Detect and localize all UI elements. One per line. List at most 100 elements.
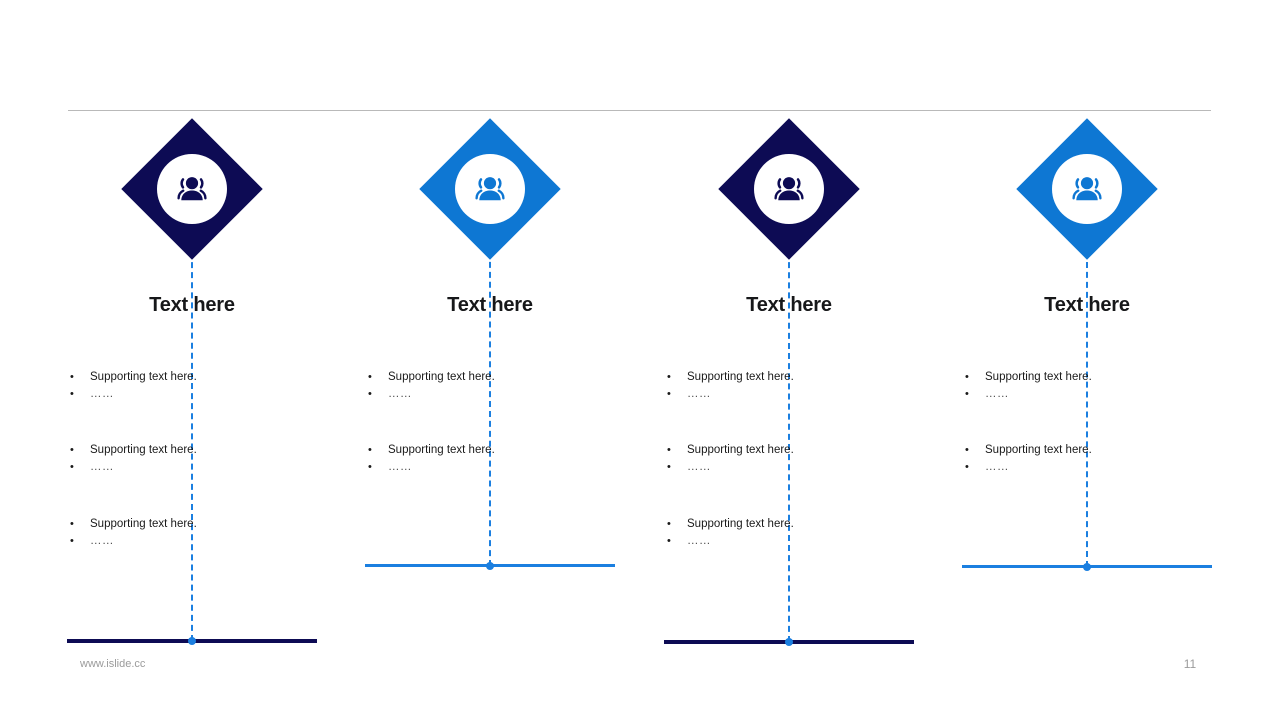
- column-heading: Text here: [447, 294, 533, 316]
- end-bar-knob: [486, 562, 494, 570]
- diamond-badge-4[interactable]: [1016, 118, 1158, 260]
- bullet-dot-icon: •: [368, 461, 372, 473]
- bullet-label: ……: [687, 388, 711, 400]
- bullet-item: • Supporting text here.: [965, 369, 1215, 386]
- bullet-item: • ……: [667, 459, 917, 476]
- bullet-item: • ……: [368, 386, 618, 403]
- bullet-label: ……: [388, 388, 412, 400]
- bullet-label: Supporting text here.: [388, 444, 495, 456]
- bullet-dot-icon: •: [368, 371, 372, 383]
- bullet-item: • ……: [965, 386, 1215, 403]
- bullet-item: • Supporting text here.: [667, 442, 917, 459]
- bullet-item: • Supporting text here.: [70, 516, 320, 533]
- icon-disc: [157, 154, 227, 224]
- bullet-dot-icon: •: [70, 444, 74, 456]
- bullet-item: • ……: [965, 459, 1215, 476]
- end-bar-knob: [1083, 563, 1091, 571]
- bullet-dot-icon: •: [70, 371, 74, 383]
- dashed-connector-3: [788, 252, 790, 642]
- dashed-connector-4: [1086, 252, 1088, 567]
- bullet-dot-icon: •: [667, 461, 671, 473]
- users-icon: [177, 177, 207, 201]
- bullet-group: • Supporting text here. • ……: [667, 442, 917, 476]
- bullet-label: ……: [687, 461, 711, 473]
- bullet-dot-icon: •: [667, 371, 671, 383]
- bullet-item: • ……: [70, 533, 320, 550]
- bullet-item: • ……: [70, 386, 320, 403]
- footer-website-label: www.islide.cc: [80, 658, 146, 670]
- dashed-connector-2: [489, 252, 491, 566]
- column-heading: Text here: [149, 294, 235, 316]
- bullet-group: • Supporting text here. • ……: [368, 442, 618, 476]
- bullet-group: • Supporting text here. • ……: [70, 369, 320, 403]
- bullet-label: ……: [985, 461, 1009, 473]
- icon-disc: [455, 154, 525, 224]
- bullet-group: • Supporting text here. • ……: [667, 369, 917, 403]
- bullet-dot-icon: •: [368, 444, 372, 456]
- page-number: 11: [1183, 657, 1197, 671]
- bullet-item: • ……: [70, 459, 320, 476]
- bullet-group: • Supporting text here. • ……: [965, 369, 1215, 403]
- icon-disc: [754, 154, 824, 224]
- bullet-dot-icon: •: [667, 388, 671, 400]
- bullet-item: • Supporting text here.: [965, 442, 1215, 459]
- bullet-item: • Supporting text here.: [368, 369, 618, 386]
- bullet-label: Supporting text here.: [90, 518, 197, 530]
- icon-disc: [1052, 154, 1122, 224]
- bullet-item: • Supporting text here.: [667, 516, 917, 533]
- bullet-label: ……: [985, 388, 1009, 400]
- timeline-column-3: Text here • Supporting text here. • …… •…: [639, 112, 939, 672]
- users-icon: [475, 177, 505, 201]
- column-heading: Text here: [1044, 294, 1130, 316]
- users-icon: [1072, 177, 1102, 201]
- bullet-label: Supporting text here.: [90, 371, 197, 383]
- bullet-label: ……: [388, 461, 412, 473]
- bullet-dot-icon: •: [965, 461, 969, 473]
- timeline-column-4: Text here • Supporting text here. • …… •…: [937, 112, 1237, 672]
- end-bar-knob: [188, 637, 196, 645]
- bullet-dot-icon: •: [667, 518, 671, 530]
- bullet-label: Supporting text here.: [90, 444, 197, 456]
- dashed-connector-1: [191, 252, 193, 641]
- bullet-label: Supporting text here.: [985, 371, 1092, 383]
- diamond-badge-3[interactable]: [718, 118, 860, 260]
- bullet-item: • ……: [667, 386, 917, 403]
- end-bar-knob: [785, 638, 793, 646]
- bullet-dot-icon: •: [965, 388, 969, 400]
- bullet-dot-icon: •: [965, 371, 969, 383]
- bullet-dot-icon: •: [70, 388, 74, 400]
- bullet-dot-icon: •: [70, 535, 74, 547]
- bullet-label: ……: [90, 461, 114, 473]
- bullet-label: Supporting text here.: [388, 371, 495, 383]
- bullet-item: • ……: [368, 459, 618, 476]
- column-heading: Text here: [746, 294, 832, 316]
- bullet-dot-icon: •: [368, 388, 372, 400]
- diamond-badge-1[interactable]: [121, 118, 263, 260]
- bullet-group: • Supporting text here. • ……: [70, 516, 320, 550]
- bullet-label: ……: [90, 388, 114, 400]
- diamond-badge-2[interactable]: [419, 118, 561, 260]
- bullet-group: • Supporting text here. • ……: [368, 369, 618, 403]
- bullet-dot-icon: •: [667, 535, 671, 547]
- bullet-item: • ……: [667, 533, 917, 550]
- bullet-dot-icon: •: [965, 444, 969, 456]
- bullet-label: Supporting text here.: [687, 518, 794, 530]
- bullet-dot-icon: •: [70, 461, 74, 473]
- timeline-column-1: Text here • Supporting text here. • …… •…: [42, 112, 342, 672]
- bullet-item: • Supporting text here.: [70, 442, 320, 459]
- bullet-item: • Supporting text here.: [368, 442, 618, 459]
- bullet-label: ……: [687, 535, 711, 547]
- bullet-item: • Supporting text here.: [667, 369, 917, 386]
- bullet-label: Supporting text here.: [687, 444, 794, 456]
- bullet-group: • Supporting text here. • ……: [70, 442, 320, 476]
- bullet-group: • Supporting text here. • ……: [965, 442, 1215, 476]
- timeline-column-2: Text here • Supporting text here. • …… •…: [340, 112, 640, 672]
- bullet-dot-icon: •: [667, 444, 671, 456]
- bullet-item: • Supporting text here.: [70, 369, 320, 386]
- users-icon: [774, 177, 804, 201]
- bullet-dot-icon: •: [70, 518, 74, 530]
- bullet-label: Supporting text here.: [985, 444, 1092, 456]
- bullet-label: ……: [90, 535, 114, 547]
- bullet-group: • Supporting text here. • ……: [667, 516, 917, 550]
- header-divider: [68, 110, 1211, 111]
